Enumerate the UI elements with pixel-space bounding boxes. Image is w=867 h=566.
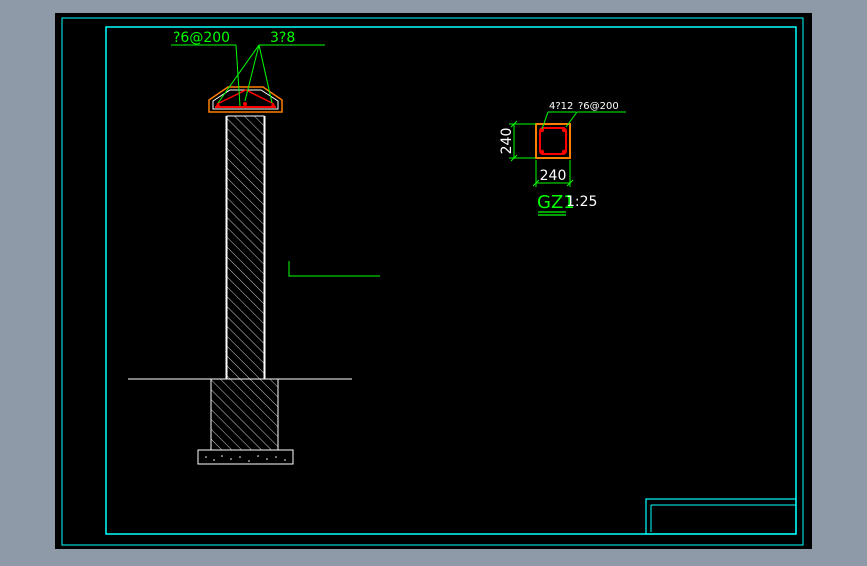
rebar-dot-icon [216, 104, 220, 108]
section-leaders [541, 111, 626, 130]
foundation [210, 378, 279, 451]
bar-callout: 3?8 [270, 30, 295, 46]
column-cap [208, 86, 283, 113]
width-dim-text: 240 [540, 168, 567, 184]
foundation-pad [197, 449, 294, 465]
width-dimension [532, 160, 574, 187]
stirrups-label: ?6@200 [578, 101, 619, 112]
inner-border [105, 26, 797, 535]
column-elevation: ?6@200 3?8 [128, 30, 352, 465]
outer-border [61, 17, 804, 546]
section-scale: 1:25 [566, 194, 597, 210]
rebar-dot-icon [539, 127, 545, 133]
drawing-sheet [55, 13, 812, 549]
leader-line [288, 261, 380, 277]
height-dim-text: 240 [499, 128, 515, 155]
title-block [645, 498, 797, 535]
stirrup-loop [539, 127, 567, 155]
rebar-dot-icon [539, 149, 545, 155]
rebar-dot-icon [243, 102, 247, 106]
elevation-leaders [171, 44, 325, 107]
height-dimension [509, 120, 536, 162]
main-bars-label: 4?12 [549, 101, 573, 112]
rebar-dot-icon [561, 127, 567, 133]
section-title: GZ1 [537, 192, 575, 213]
column-shaft [226, 115, 265, 380]
pad-stipple [205, 455, 286, 462]
rebar-dot-icon [561, 149, 567, 155]
rebar-dot-icon [271, 104, 275, 108]
stirrup-callout: ?6@200 [173, 30, 230, 46]
section-detail: 4?12 ?6@200 240 240 GZ1 1:25 [499, 101, 626, 216]
